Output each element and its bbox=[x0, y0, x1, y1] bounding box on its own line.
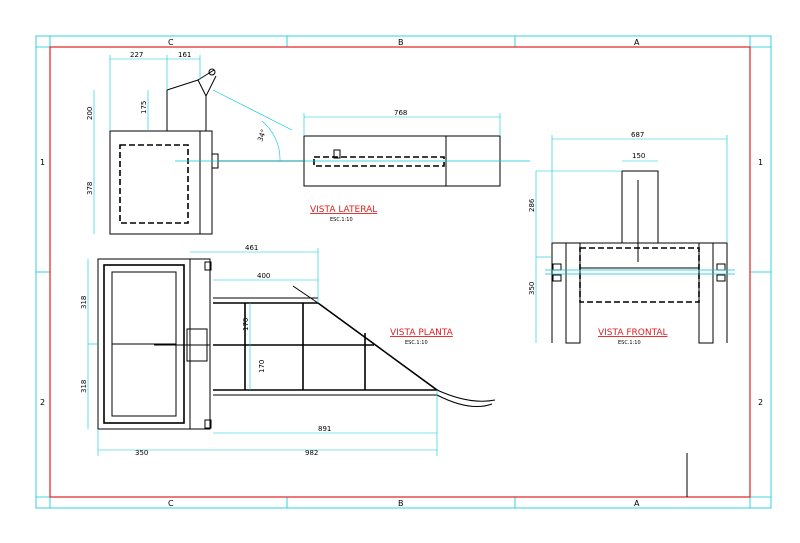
inner-border bbox=[49, 46, 751, 498]
dim-plan-318-top: 318 bbox=[80, 296, 88, 309]
dim-plan-891: 891 bbox=[318, 425, 331, 433]
dim-front-150: 150 bbox=[632, 152, 645, 160]
lateral-view: 227 161 200 175 378 768 34° VISTA LATERA… bbox=[86, 51, 530, 235]
dim-front-286: 286 bbox=[528, 198, 536, 212]
lateral-view-title: VISTA LATERAL bbox=[310, 205, 377, 215]
dim-plan-982: 982 bbox=[305, 449, 318, 457]
plan-view-scale: ESC.1:10 bbox=[405, 340, 428, 346]
front-view-title: VISTA FRONTAL bbox=[598, 328, 668, 338]
plan-view: 461 400 318 318 170 170 891 350 982 VIST… bbox=[80, 244, 496, 457]
grid-col-bottom-b: B bbox=[398, 499, 404, 508]
drawing-frame bbox=[35, 35, 772, 509]
grid-col-bottom-c: C bbox=[168, 499, 174, 508]
dim-lateral-768: 768 bbox=[394, 109, 407, 117]
dim-front-350: 350 bbox=[528, 282, 536, 295]
dim-plan-461: 461 bbox=[245, 244, 258, 252]
dim-lateral-161: 161 bbox=[178, 51, 191, 59]
grid-col-top-c: C bbox=[168, 38, 174, 47]
front-view: 687 150 286 350 VISTA FRONTAL ESC.1:10 bbox=[528, 131, 735, 346]
dim-front-687: 687 bbox=[631, 131, 644, 139]
dim-plan-318-bottom: 318 bbox=[80, 380, 88, 393]
grid-labels: C B A C B A 1 2 1 2 bbox=[40, 38, 763, 508]
grid-row-right-1: 1 bbox=[758, 158, 763, 167]
dim-plan-170-bottom: 170 bbox=[258, 360, 266, 373]
lateral-view-scale: ESC.1:10 bbox=[330, 217, 353, 223]
dim-lateral-200: 200 bbox=[86, 107, 94, 120]
plan-view-title: VISTA PLANTA bbox=[390, 328, 454, 338]
dim-plan-400: 400 bbox=[257, 272, 270, 280]
grid-row-left-2: 2 bbox=[40, 398, 45, 407]
dim-lateral-378: 378 bbox=[86, 182, 94, 195]
grid-row-right-2: 2 bbox=[758, 398, 763, 407]
dim-lateral-175: 175 bbox=[140, 101, 148, 114]
grid-col-top-a: A bbox=[634, 38, 640, 47]
grid-col-bottom-a: A bbox=[634, 499, 640, 508]
dim-lateral-angle: 34° bbox=[256, 128, 268, 142]
front-view-scale: ESC.1:10 bbox=[618, 340, 641, 346]
grid-row-left-1: 1 bbox=[40, 158, 45, 167]
dim-plan-170-top: 170 bbox=[242, 318, 250, 331]
dim-plan-350: 350 bbox=[135, 449, 148, 457]
grid-col-top-b: B bbox=[398, 38, 404, 47]
dim-lateral-227: 227 bbox=[130, 51, 143, 59]
